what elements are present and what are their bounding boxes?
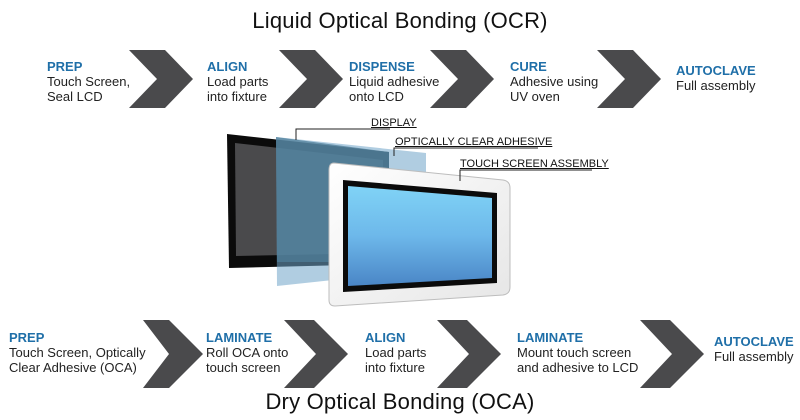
step-desc: touch screen — [206, 360, 281, 375]
display-leader-line — [295, 128, 390, 140]
step-heading: LAMINATE — [206, 330, 273, 345]
chevron-arrow-icon — [284, 320, 348, 388]
chevron-arrow-icon — [430, 50, 494, 108]
step-desc: Touch Screen, Optically — [9, 345, 146, 360]
ocr-step-align: ALIGN Load parts into fixture — [207, 59, 268, 104]
ocr-step-cure: CURE Adhesive using UV oven — [510, 59, 598, 104]
chevron-arrow-icon — [279, 50, 343, 108]
step-desc: onto LCD — [349, 89, 404, 104]
oca-step-align: ALIGN Load parts into fixture — [365, 330, 426, 375]
oca-step-prep: PREP Touch Screen, Optically Clear Adhes… — [9, 330, 146, 375]
step-desc: Roll OCA onto — [206, 345, 289, 360]
step-desc: UV oven — [510, 89, 560, 104]
oca-title: Dry Optical Bonding (OCA) — [265, 389, 535, 414]
oca-label: OPTICALLY CLEAR ADHESIVE — [395, 136, 553, 148]
step-heading: DISPENSE — [349, 59, 415, 74]
step-desc: Touch Screen, — [47, 74, 131, 89]
ocr-step-prep: PREP Touch Screen, Seal LCD — [47, 59, 130, 104]
chevron-arrow-icon — [640, 320, 704, 388]
oca-step-laminate-1: LAMINATE Roll OCA onto touch screen — [206, 330, 288, 375]
chevron-arrow-icon — [597, 50, 661, 108]
step-desc: Full assembly — [714, 349, 794, 364]
step-desc: Full assembly — [676, 78, 756, 93]
chevron-arrow-icon — [143, 320, 203, 388]
step-heading: ALIGN — [365, 330, 406, 345]
display-label: DISPLAY — [371, 117, 417, 129]
step-heading: PREP — [47, 59, 83, 74]
step-heading: LAMINATE — [517, 330, 584, 345]
touch-leader-line — [459, 169, 592, 181]
ocr-step-dispense: DISPENSE Liquid adhesive onto LCD — [349, 59, 439, 104]
step-heading: CURE — [510, 59, 547, 74]
step-desc: Load parts — [365, 345, 427, 360]
step-desc: into fixture — [207, 89, 267, 104]
step-desc: Liquid adhesive — [349, 74, 440, 89]
step-desc: Load parts — [207, 74, 269, 89]
chevron-arrow-icon — [129, 50, 193, 108]
step-desc: Adhesive using — [510, 74, 599, 89]
step-desc: Clear Adhesive (OCA) — [9, 360, 137, 375]
touch-screen-assembly-label: TOUCH SCREEN ASSEMBLY — [460, 158, 609, 170]
ocr-step-autoclave: AUTOCLAVE Full assembly — [676, 63, 756, 93]
oca-step-autoclave: AUTOCLAVE Full assembly — [714, 334, 794, 364]
ocr-title: Liquid Optical Bonding (OCR) — [252, 8, 548, 33]
oca-step-laminate-2: LAMINATE Mount touch screen and adhesive… — [517, 330, 638, 375]
step-heading: PREP — [9, 330, 45, 345]
step-heading: AUTOCLAVE — [714, 334, 794, 349]
step-desc: and adhesive to LCD — [517, 360, 639, 375]
step-desc: into fixture — [365, 360, 425, 375]
step-desc: Mount touch screen — [517, 345, 632, 360]
step-desc: Seal LCD — [47, 89, 103, 104]
oca-leader-line — [393, 147, 538, 156]
step-heading: AUTOCLAVE — [676, 63, 756, 78]
touch-screen-assembly — [328, 162, 511, 307]
chevron-arrow-icon — [437, 320, 501, 388]
step-heading: ALIGN — [207, 59, 248, 74]
